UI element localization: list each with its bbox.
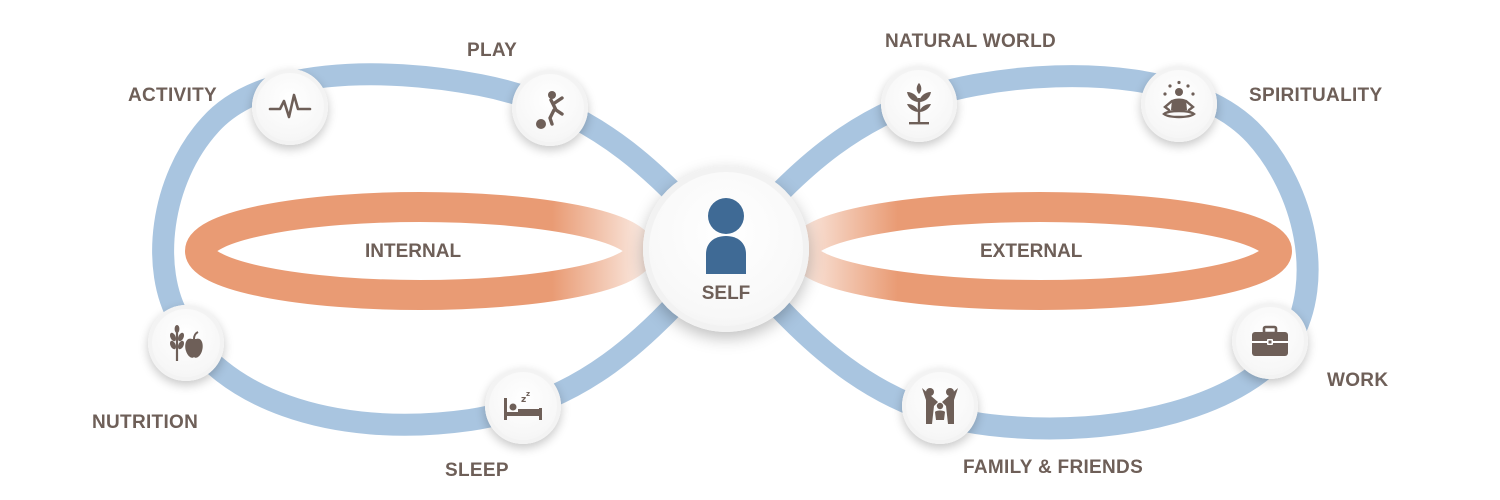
natural-world-node[interactable] (881, 66, 957, 142)
internal-label: INTERNAL (365, 241, 462, 262)
sleep-label: SLEEP (445, 460, 509, 481)
work-node[interactable] (1232, 303, 1308, 379)
wheat-apple-icon (169, 325, 203, 361)
work-label: WORK (1327, 370, 1389, 391)
sleep-node[interactable]: z z (485, 368, 561, 444)
nutrition-label: NUTRITION (92, 412, 199, 433)
play-node[interactable] (512, 70, 588, 146)
briefcase-icon (1252, 325, 1288, 356)
self-node[interactable]: SELF (643, 166, 809, 332)
external-label: EXTERNAL (980, 241, 1083, 262)
spirituality-label: SPIRITUALITY (1249, 85, 1383, 106)
self-label: SELF (701, 283, 751, 304)
svg-text:z: z (526, 390, 530, 398)
person-icon (706, 198, 746, 274)
internal-ring (185, 192, 655, 310)
spirituality-node[interactable] (1141, 66, 1217, 142)
family-icon (922, 388, 958, 424)
plant-icon (907, 83, 931, 125)
child-ball-icon (536, 91, 564, 129)
heartbeat-icon (268, 93, 312, 119)
meditation-icon (1162, 80, 1196, 119)
svg-text:z: z (521, 395, 526, 405)
activity-node[interactable] (252, 69, 328, 145)
play-label: PLAY (467, 40, 518, 61)
family-friends-node[interactable] (902, 368, 978, 444)
activity-label: ACTIVITY (128, 85, 217, 106)
bed-icon: z z (504, 390, 542, 420)
natural-world-label: NATURAL WORLD (885, 31, 1057, 52)
nutrition-node[interactable] (148, 305, 224, 381)
family-friends-label: FAMILY & FRIENDS (963, 457, 1144, 478)
